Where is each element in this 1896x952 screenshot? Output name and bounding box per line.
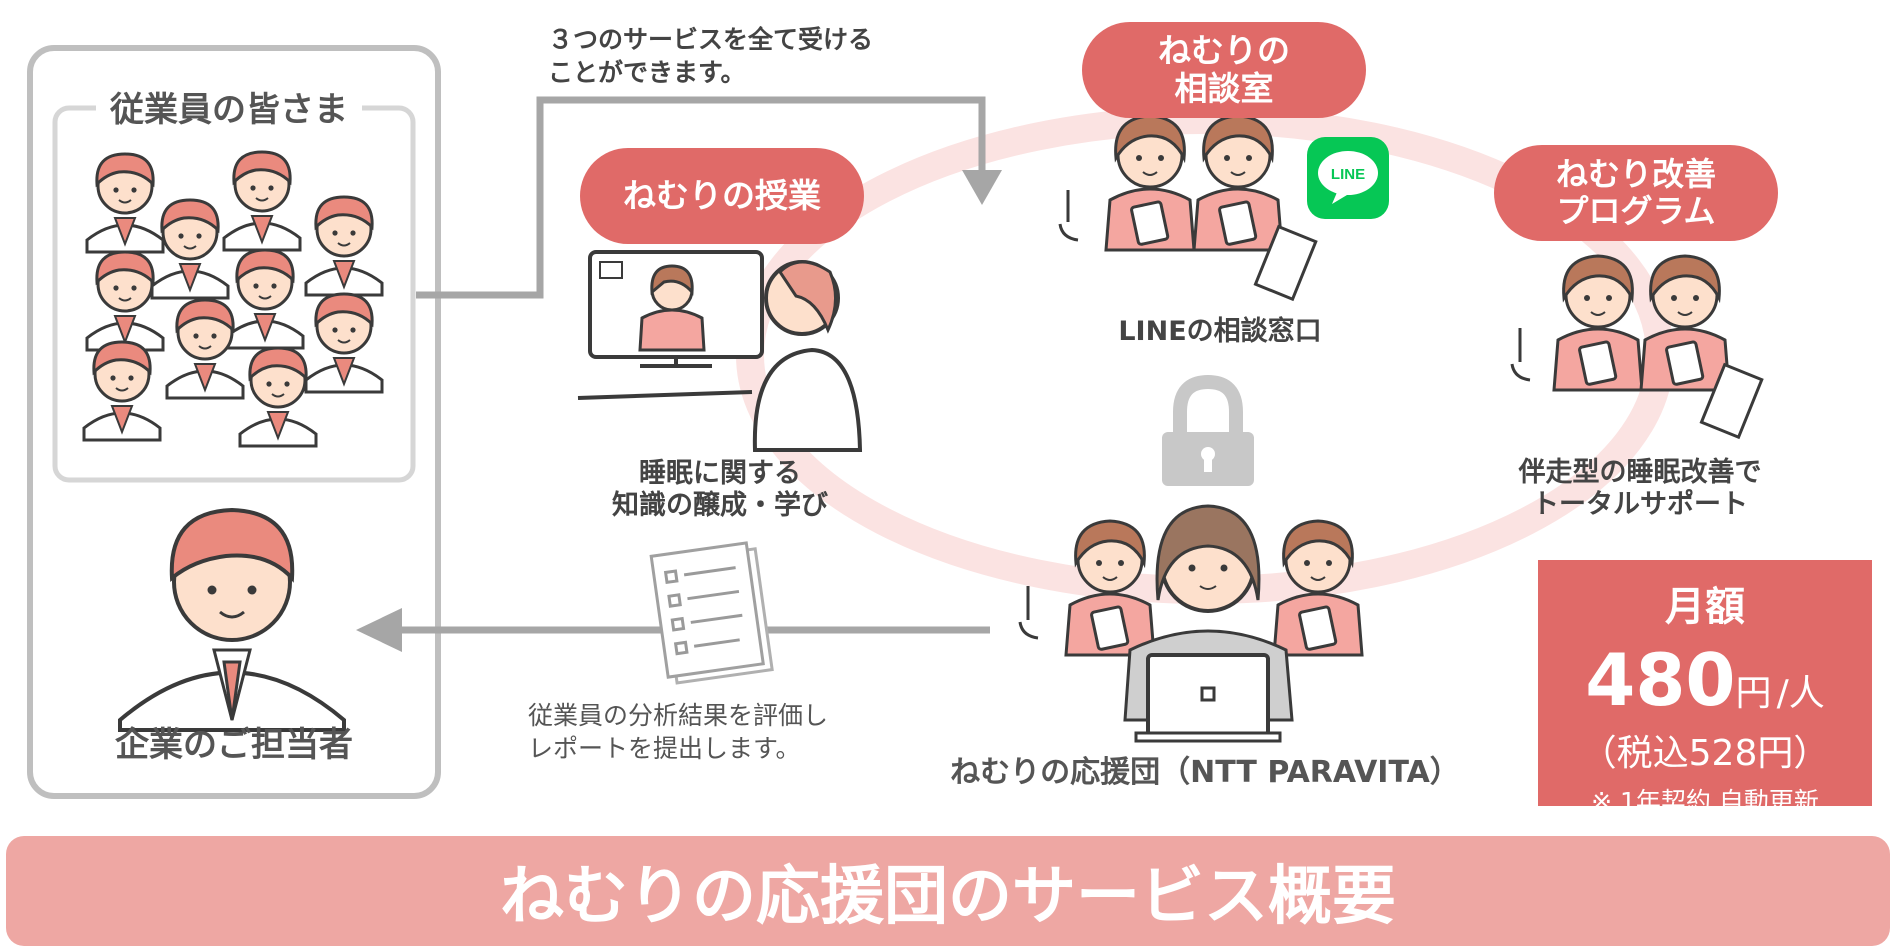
price-per: /人 (1776, 673, 1825, 714)
consultation-illustration (1058, 114, 1318, 302)
price-amount: 480 (1585, 638, 1736, 722)
manager-label: 企業のご担当者 (115, 725, 353, 765)
price-box: 月額 480円 /人 （税込528円） ※ 1年契約 自動更新 (1538, 560, 1872, 816)
program-title-pill: ねむり改善 プログラム (1494, 145, 1778, 241)
price-unit: 円 (1735, 673, 1772, 714)
line-app-icon: LINE (1307, 137, 1389, 219)
lock-icon (1162, 374, 1254, 486)
manager-illustration (118, 507, 346, 732)
lecture-title-pill: ねむりの授業 (580, 148, 864, 244)
lecture-caption: 睡眠に関する 知識の醸成・学び (612, 458, 828, 522)
arrow-left-icon (356, 608, 402, 652)
report-document-icon (649, 541, 774, 685)
program-illustration (1510, 254, 1764, 440)
price-tax-included: （税込528円） (1580, 733, 1830, 774)
consultation-title-pill: ねむりの 相談室 (1082, 22, 1366, 118)
lecture-illustration (577, 250, 863, 452)
support-team-illustration (1018, 504, 1364, 743)
employees-label: 従業員の皆さま (96, 82, 362, 131)
banner-title: ねむりの応援団のサービス概要 (500, 860, 1396, 934)
arrow-down-icon (962, 170, 1002, 205)
program-caption: 伴走型の睡眠改善で トータルサポート (1518, 457, 1762, 521)
report-note: 従業員の分析結果を評価し レポートを提出します。 (528, 701, 829, 763)
overview-banner: ねむりの応援団のサービス概要 (6, 836, 1890, 946)
price-amount-row: 480円 /人 (1538, 638, 1872, 722)
services-note: ３つのサービスを全て受ける ことができます。 (548, 25, 874, 87)
consultation-caption: LINEの相談窓口 (1118, 316, 1322, 347)
price-label: 月額 (1665, 584, 1745, 630)
price-contract-note: ※ 1年契約 自動更新 (1591, 787, 1819, 816)
support-team-caption: ねむりの応援団（NTT PARAVITA） (950, 755, 1460, 790)
svg-text:LINE: LINE (1331, 166, 1365, 183)
